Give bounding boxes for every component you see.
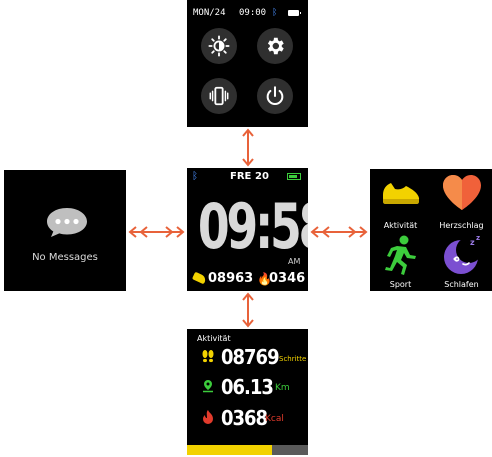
battery-icon xyxy=(287,173,301,180)
app-menu-screen: Aktivität Herzschlag Sport z z Schlafen xyxy=(370,169,492,291)
status-time: 09:00 xyxy=(239,8,267,18)
vibration-icon xyxy=(209,86,229,106)
vibration-button[interactable] xyxy=(201,78,237,114)
activity-progress-fill xyxy=(187,445,272,455)
settings-button[interactable] xyxy=(257,28,293,64)
svg-text:z: z xyxy=(470,238,475,247)
distance-unit: Km xyxy=(275,383,290,393)
app-activity-label: Aktivität xyxy=(383,221,418,230)
steps-value: 08769 xyxy=(221,345,280,369)
calorie-count: 0346 xyxy=(269,271,306,286)
am-pm-label: AM xyxy=(288,257,301,266)
watch-face-header: ᛒ FRE 20 xyxy=(187,171,308,185)
app-sport-label: Sport xyxy=(389,280,412,289)
calories-unit: Kcal xyxy=(265,414,284,424)
app-activity[interactable]: Aktivität xyxy=(370,169,431,230)
svg-text:z: z xyxy=(476,234,480,242)
swipe-left-arrow xyxy=(128,226,185,238)
weekday-label: FRE xyxy=(230,171,252,182)
watch-face-screen[interactable]: ᛒ FRE 20 09:58 AM 08963 🔥 0346 xyxy=(187,168,308,291)
status-bar: MON/24 09:00 ᛒ xyxy=(187,8,308,22)
clock-time: 09:58 xyxy=(197,190,308,263)
messages-screen[interactable]: No Messages xyxy=(4,170,126,291)
activity-title: Aktivität xyxy=(197,334,231,343)
bluetooth-icon: ᛒ xyxy=(272,8,278,18)
moon-icon: z z xyxy=(444,234,482,274)
shoe-icon xyxy=(383,183,420,204)
location-pin-icon xyxy=(203,380,213,393)
status-date: MON/24 xyxy=(193,8,226,18)
power-button[interactable] xyxy=(257,78,293,114)
steps-unit: Schritte xyxy=(279,355,307,363)
flame-icon xyxy=(203,410,213,424)
bluetooth-icon: ᛒ xyxy=(192,171,198,182)
swipe-up-arrow xyxy=(242,128,254,167)
battery-icon xyxy=(288,10,301,16)
flame-icon: 🔥 xyxy=(257,272,272,286)
chat-bubble-icon xyxy=(47,208,87,237)
footprints-icon xyxy=(202,350,214,363)
app-heart-rate[interactable]: Herzschlag xyxy=(431,169,492,230)
date-label: 20 xyxy=(255,171,269,182)
app-sleep-label: Schlafen xyxy=(444,280,479,289)
brightness-icon xyxy=(208,35,230,57)
activity-screen[interactable]: Aktivität 08769 Schritte 06.13 Km 0368 K… xyxy=(187,329,308,455)
no-messages-label: No Messages xyxy=(32,252,98,263)
heart-icon xyxy=(443,175,481,210)
runner-icon xyxy=(385,235,416,275)
watch-face-stats: 08963 🔥 0346 xyxy=(187,271,308,287)
step-count: 08963 xyxy=(208,271,254,286)
quick-settings-screen: MON/24 09:00 ᛒ xyxy=(187,0,308,127)
distance-value: 06.13 xyxy=(221,375,274,399)
power-icon xyxy=(266,86,284,105)
brightness-button[interactable] xyxy=(201,28,237,64)
settings-icon xyxy=(267,37,284,55)
app-sleep[interactable]: z z Schlafen xyxy=(431,230,492,291)
app-heart-rate-label: Herzschlag xyxy=(439,221,484,230)
activity-progress-bar xyxy=(187,445,308,455)
swipe-down-arrow xyxy=(242,292,254,328)
swipe-right-arrow xyxy=(310,226,368,238)
app-sport[interactable]: Sport xyxy=(370,230,431,291)
calories-value: 0368 xyxy=(221,406,268,430)
shoe-icon xyxy=(191,271,208,285)
